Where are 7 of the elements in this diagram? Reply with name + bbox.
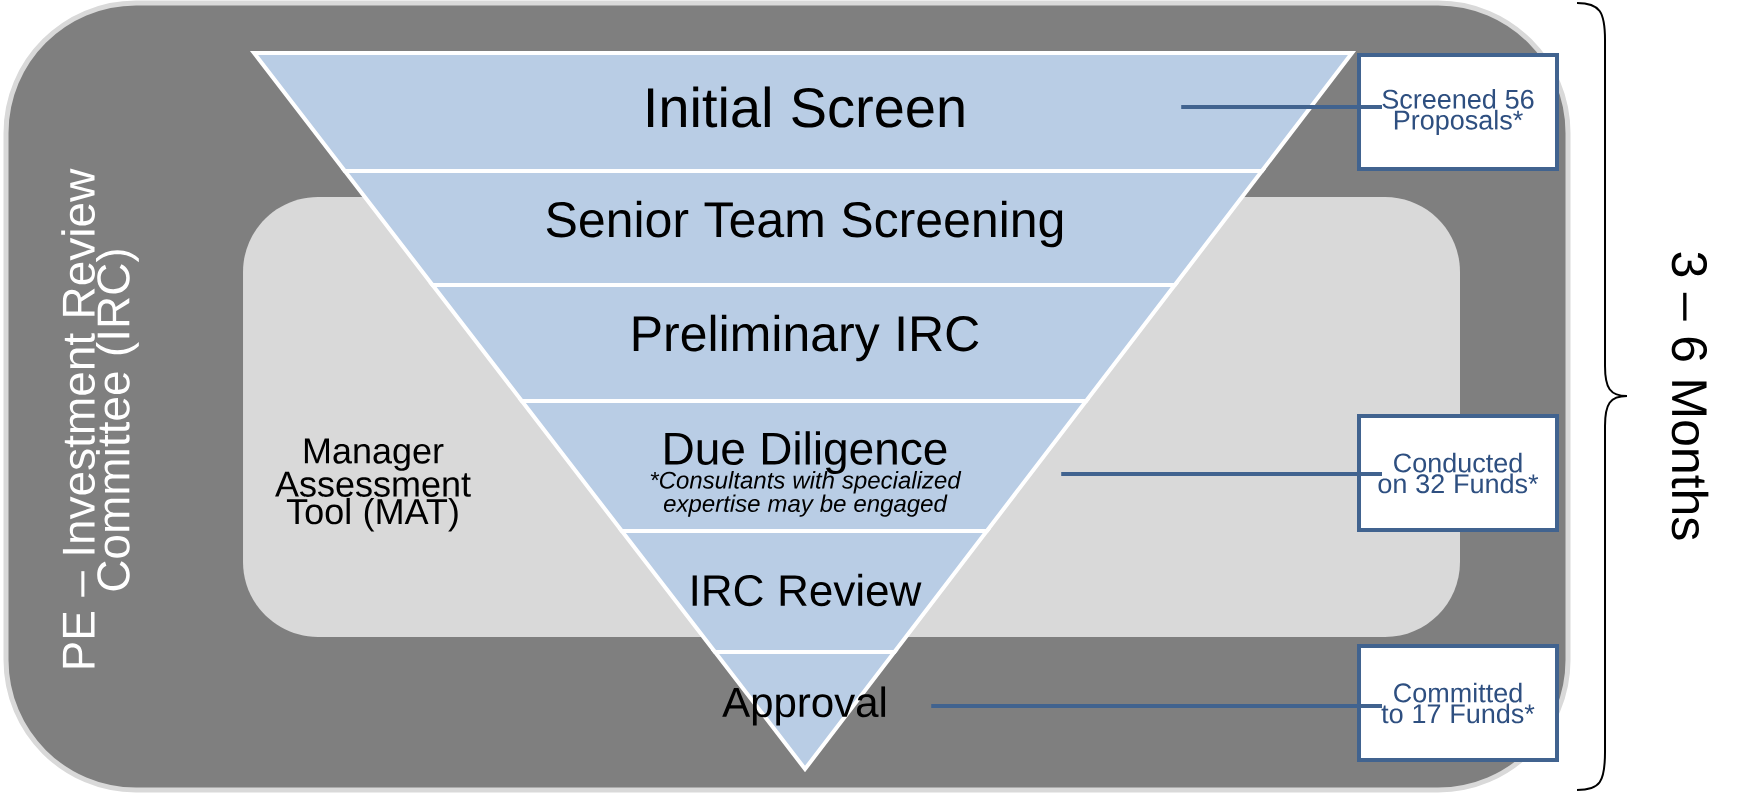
callout-box: Committed to 17 Funds*	[1357, 644, 1559, 762]
duration-label: 3 – 6 Months	[1671, 252, 1709, 540]
leader-line	[1061, 472, 1382, 476]
callout-box: Screened 56 Proposals*	[1357, 53, 1559, 171]
leader-line	[1181, 105, 1382, 109]
leader-line	[931, 704, 1382, 708]
callout-box: Conducted on 32 Funds*	[1357, 414, 1559, 532]
